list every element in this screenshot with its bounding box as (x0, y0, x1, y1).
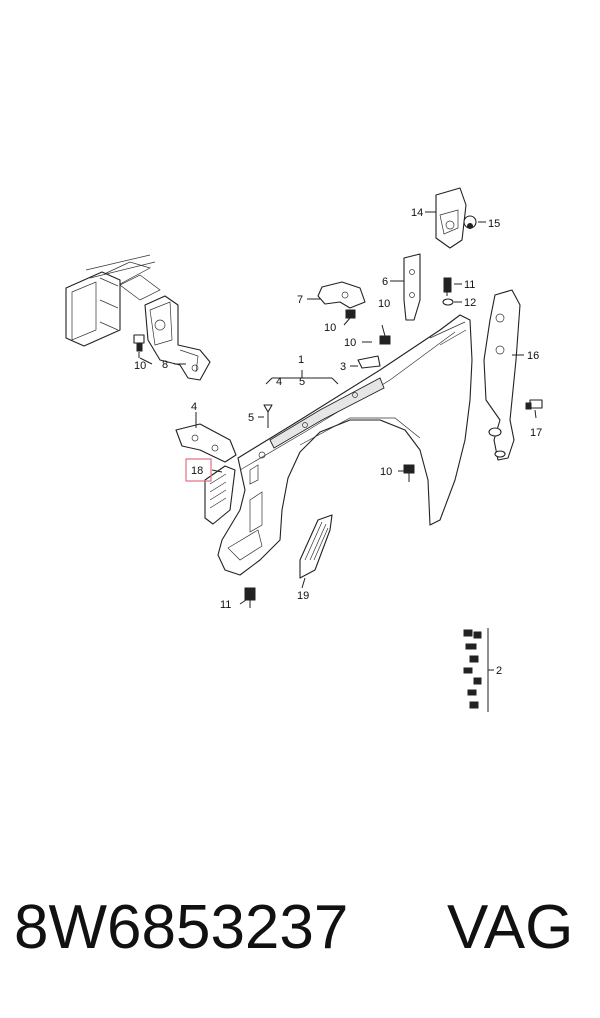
bolt-17 (525, 399, 543, 410)
chassis-rail (65, 254, 161, 347)
bolt-10-left (133, 334, 145, 358)
bolt-10-mid (379, 335, 391, 345)
bracket-part-6 (403, 253, 421, 321)
bolt-11-top (443, 277, 452, 296)
bolt-10-right (403, 464, 415, 482)
leader-lines (139, 211, 537, 605)
callout-10-d: 10 (344, 337, 356, 349)
callout-5-a: 5 (299, 376, 305, 388)
callout-4-b: 4 (191, 401, 197, 413)
callout-10-a: 10 (324, 322, 336, 334)
bolt-11-bottom (244, 587, 256, 608)
fender-panel (217, 314, 473, 576)
callout-10-c: 10 (134, 360, 146, 372)
washer-12 (442, 298, 454, 306)
screw-5 (263, 404, 273, 428)
callout-7: 7 (297, 294, 303, 306)
nut-15 (463, 215, 477, 229)
callout-16: 16 (527, 350, 539, 362)
fender-front-bracket (175, 423, 237, 463)
callout-10-b: 10 (378, 298, 390, 310)
callout-5-b: 5 (248, 412, 254, 424)
bracket-part-7 (317, 281, 366, 309)
callout-6: 6 (382, 276, 388, 288)
callout-2: 2 (496, 665, 502, 677)
clip-3 (357, 355, 381, 369)
callout-15: 15 (488, 218, 500, 230)
bracket-part-8 (144, 295, 211, 381)
callout-1: 1 (298, 354, 304, 366)
bracket-part-14 (435, 187, 467, 249)
callout-3: 3 (340, 361, 346, 373)
brand-label: VAG (447, 893, 574, 962)
highlight-box-18 (185, 458, 212, 482)
grille-part-18 (204, 465, 236, 525)
side-grille-part-19 (299, 514, 333, 579)
bolt-10-upper (345, 309, 356, 319)
hardware-kit-2 (463, 628, 494, 712)
callout-11-top: 11 (464, 279, 475, 291)
callout-17: 17 (530, 427, 542, 439)
callout-labels: 14 15 6 11 12 7 10 10 16 10 8 1 4 5 3 10… (134, 207, 542, 677)
callout-10-e: 10 (380, 466, 392, 478)
callout-18: 18 (191, 465, 203, 477)
callout-4-a: 4 (276, 376, 282, 388)
callout-19: 19 (297, 590, 309, 602)
callout-12: 12 (464, 297, 476, 309)
callout-11-bottom: 11 (220, 599, 231, 611)
callout-8: 8 (162, 359, 168, 371)
part-number: 8W6853237 (14, 893, 349, 962)
callout-14: 14 (411, 207, 423, 219)
panel-part-16 (483, 289, 521, 461)
